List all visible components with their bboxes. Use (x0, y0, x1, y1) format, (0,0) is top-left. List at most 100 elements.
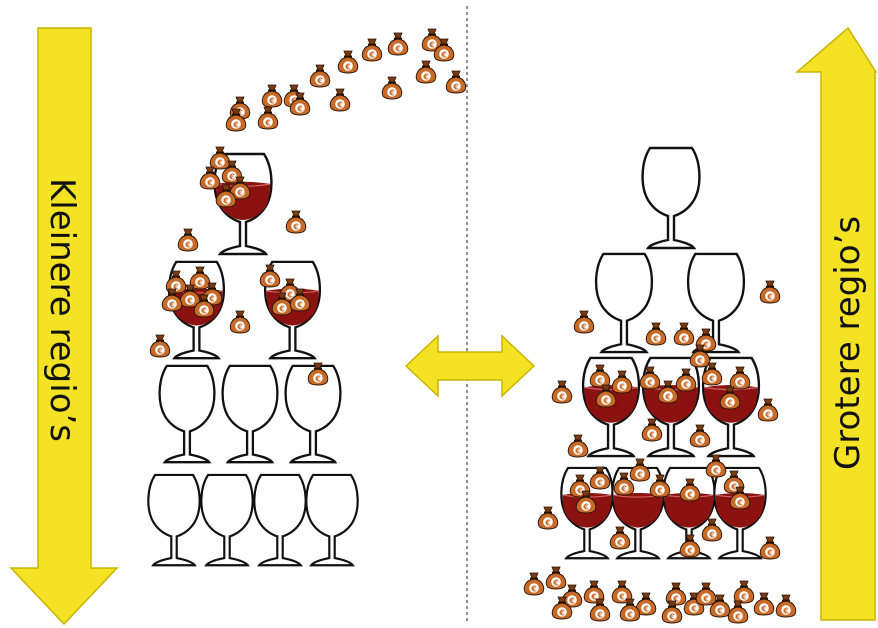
money-bag-euro-icon: € (523, 572, 545, 596)
money-bag-euro-icon: € (723, 470, 745, 494)
money-bag-euro-icon: € (759, 536, 781, 560)
euro-symbol: € (590, 593, 597, 602)
money-bag-euro-icon: € (701, 362, 723, 386)
euro-symbol: € (708, 375, 715, 384)
arrow-down-icon (9, 27, 119, 626)
money-bag-euro-icon: € (229, 96, 251, 120)
euro-symbol: € (184, 241, 191, 250)
money-bag-euro-icon: € (759, 280, 781, 304)
euro-symbol: € (602, 397, 609, 406)
euro-symbol: € (726, 399, 733, 408)
money-bag-euro-icon: € (165, 270, 187, 294)
money-bag-euro-icon: € (329, 88, 351, 112)
money-bag-euro-icon: € (695, 582, 717, 606)
money-bag-euro-icon: € (589, 466, 611, 490)
euro-symbol: € (296, 105, 303, 114)
euro-symbol: € (686, 547, 693, 556)
money-bag-euro-icon: € (225, 108, 247, 132)
money-bag-euro-icon: € (567, 434, 589, 458)
money-bag-euro-icon: € (689, 344, 711, 368)
money-bag-euro-icon: € (679, 534, 701, 558)
money-bag-euro-icon: € (537, 506, 559, 530)
wine-glass-icon (253, 473, 307, 567)
euro-symbol: € (702, 341, 709, 350)
euro-symbol: € (696, 437, 703, 446)
euro-symbol: € (544, 519, 551, 528)
money-bag-euro-icon: € (645, 322, 667, 346)
euro-symbol: € (672, 595, 679, 604)
money-bag-euro-icon: € (679, 478, 701, 502)
wine-glass-icon (200, 473, 254, 567)
euro-symbol: € (712, 467, 719, 476)
euro-symbol: € (200, 307, 207, 316)
euro-symbol: € (618, 383, 625, 392)
euro-symbol: € (696, 357, 703, 366)
euro-symbol: € (236, 189, 243, 198)
label-smaller-regions: Kleinere regio’s (42, 177, 82, 443)
money-bag-euro-icon: € (257, 106, 279, 130)
money-bag-euro-icon: € (179, 284, 201, 308)
money-bag-euro-icon: € (279, 278, 301, 302)
money-bag-euro-icon: € (583, 580, 605, 604)
double-arrow-icon (404, 334, 536, 398)
money-bag-euro-icon: € (551, 380, 573, 404)
euro-symbol: € (236, 109, 243, 118)
euro-symbol: € (766, 293, 773, 302)
euro-symbol: € (440, 51, 447, 60)
euro-symbol: € (574, 447, 581, 456)
euro-symbol: € (782, 607, 789, 616)
money-bag-euro-icon: € (271, 292, 293, 316)
wine-glass-icon (643, 148, 700, 248)
money-bag-euro-icon: € (415, 60, 437, 84)
money-bag-euro-icon: € (177, 228, 199, 252)
money-bag-euro-icon: € (613, 472, 635, 496)
euro-symbol: € (664, 393, 671, 402)
euro-symbol: € (222, 197, 229, 206)
left-glass-tower (147, 154, 359, 567)
money-bag-euro-icon: € (683, 592, 705, 616)
euro-symbol: € (626, 611, 633, 620)
money-bag-euro-icon: € (199, 166, 221, 190)
money-bag-euro-icon: € (639, 366, 661, 390)
money-bag-euro-icon: € (433, 38, 455, 62)
euro-symbol: € (314, 375, 321, 384)
money-bag-euro-icon: € (189, 266, 211, 290)
money-bag-euro-icon: € (215, 184, 237, 208)
euro-symbol: € (716, 607, 723, 616)
euro-symbol: € (156, 347, 163, 356)
euro-symbol: € (582, 503, 589, 512)
money-bag-euro-icon: € (221, 160, 243, 184)
wine-glass-icon (581, 356, 641, 458)
money-bag-euro-icon: € (727, 600, 749, 624)
money-bag-euro-icon: € (701, 518, 723, 542)
wine-glass-icon (221, 364, 279, 464)
money-bag-euro-icon: € (589, 598, 611, 622)
euro-symbol: € (296, 301, 303, 310)
label-larger-regions: Grotere regio’s (828, 215, 868, 471)
euro-symbol: € (286, 291, 293, 300)
euro-symbol: € (682, 381, 689, 390)
euro-symbol: € (642, 605, 649, 614)
euro-symbol: € (636, 471, 643, 480)
euro-symbol: € (618, 593, 625, 602)
money-bag-euro-icon: € (629, 458, 651, 482)
money-bag-euro-icon: € (569, 474, 591, 498)
euro-symbol: € (216, 159, 223, 168)
money-bag-euro-icon: € (665, 582, 687, 606)
wine-glass-icon (305, 473, 359, 567)
money-bag-euro-icon: € (719, 386, 741, 410)
wine-glass-icon (594, 252, 654, 354)
euro-symbol: € (596, 479, 603, 488)
money-bag-euro-icon: € (641, 418, 663, 442)
euro-symbol: € (760, 605, 767, 614)
euro-symbol: € (736, 379, 743, 388)
euro-symbol: € (530, 585, 537, 594)
euro-symbol: € (368, 51, 375, 60)
euro-symbol: € (336, 101, 343, 110)
money-bag-euro-icon: € (573, 310, 595, 334)
euro-symbol: € (344, 63, 351, 72)
wine-glass-icon (158, 364, 216, 464)
money-bag-euro-icon: € (289, 288, 311, 312)
money-bag-euro-icon: € (575, 490, 597, 514)
